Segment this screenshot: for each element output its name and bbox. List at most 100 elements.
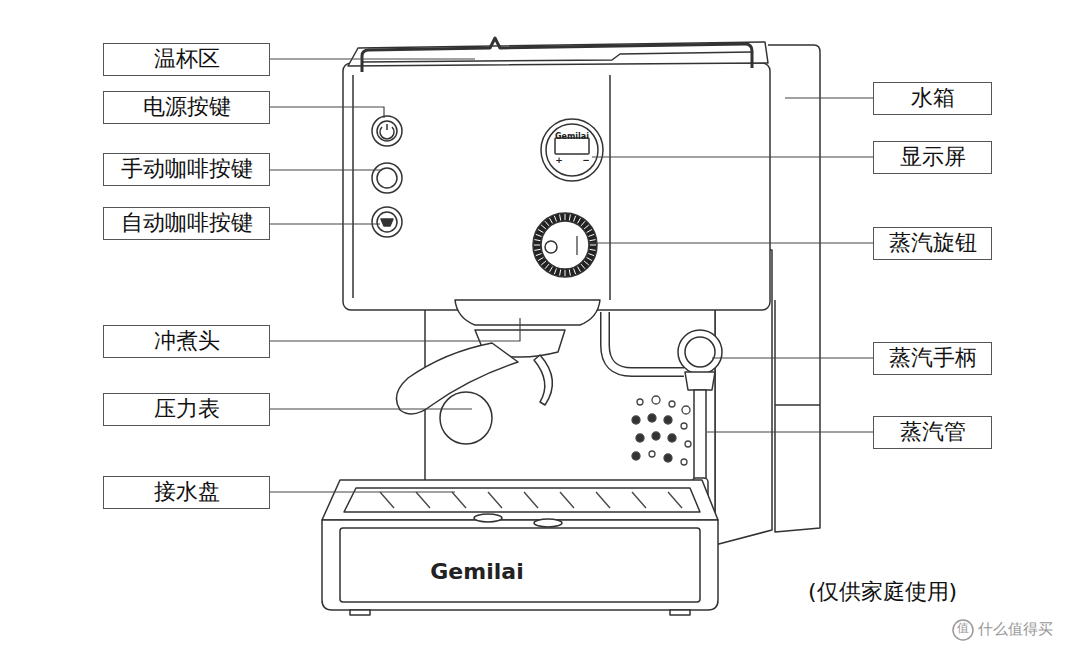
tray-slot bbox=[560, 492, 574, 508]
knurl bbox=[578, 267, 581, 272]
tray-slot bbox=[632, 492, 646, 508]
tray-slot bbox=[596, 492, 610, 508]
group-head bbox=[455, 300, 600, 325]
knurl bbox=[581, 221, 585, 226]
callout-label: 蒸汽手柄 bbox=[889, 346, 977, 370]
watermark: 值 bbox=[957, 622, 969, 635]
decor-dot bbox=[637, 399, 643, 405]
callout-box: 水箱 bbox=[873, 82, 992, 115]
knurl bbox=[560, 214, 561, 220]
steam-handle bbox=[678, 330, 722, 374]
knurl bbox=[541, 225, 546, 229]
knurl bbox=[584, 261, 589, 265]
knurl bbox=[565, 214, 566, 220]
callout-box: 压力表 bbox=[103, 393, 270, 426]
callout-box: 接水盘 bbox=[103, 476, 270, 509]
decor-dot bbox=[652, 396, 660, 404]
callout-box: 蒸汽手柄 bbox=[873, 342, 992, 375]
decor-dot bbox=[664, 454, 672, 462]
main-body bbox=[343, 63, 770, 310]
knurl bbox=[534, 249, 540, 250]
knurl bbox=[550, 218, 553, 223]
callout-label: 温杯区 bbox=[154, 47, 220, 71]
knurl bbox=[536, 254, 542, 256]
water-tank bbox=[768, 45, 820, 532]
callout-label: 冲煮头 bbox=[154, 329, 220, 353]
knurl bbox=[565, 270, 566, 276]
callout-box: 手动咖啡按键 bbox=[103, 153, 270, 186]
decor-dot bbox=[668, 434, 676, 442]
knurl bbox=[545, 264, 549, 269]
knurl bbox=[584, 225, 589, 229]
decor-dot bbox=[669, 401, 675, 407]
knurl bbox=[588, 254, 594, 256]
callout-label: 蒸汽旋钮 bbox=[889, 231, 977, 255]
tray-slot bbox=[488, 492, 502, 508]
callout-box: 蒸汽管 bbox=[873, 416, 992, 449]
knurl bbox=[587, 230, 592, 233]
portafilter bbox=[396, 343, 518, 414]
decor-dot bbox=[648, 414, 656, 422]
callout-box: 显示屏 bbox=[873, 141, 992, 174]
knurl bbox=[578, 218, 581, 223]
callout-label: 手动咖啡按键 bbox=[121, 157, 253, 181]
callout-label: 水箱 bbox=[911, 86, 955, 110]
decor-dot bbox=[681, 459, 687, 465]
knurl bbox=[536, 234, 542, 236]
knurl bbox=[534, 240, 540, 241]
decor-dot bbox=[649, 451, 655, 457]
knurl bbox=[569, 270, 570, 276]
drip-tray bbox=[322, 480, 718, 520]
display-minus: − bbox=[582, 156, 590, 166]
callout-box: 冲煮头 bbox=[103, 325, 270, 358]
display-brand: Gemilai bbox=[555, 133, 589, 142]
knurl bbox=[560, 270, 561, 276]
knurl bbox=[574, 216, 576, 222]
callout-label: 自动咖啡按键 bbox=[121, 211, 253, 235]
callout-box: 电源按键 bbox=[103, 91, 270, 124]
decor-dot bbox=[632, 452, 640, 460]
tray-slot bbox=[380, 492, 394, 508]
knurl bbox=[545, 221, 549, 226]
tray-slot bbox=[416, 492, 430, 508]
display-plus: + bbox=[555, 156, 563, 166]
decor-dot bbox=[685, 441, 691, 447]
tray-slot bbox=[452, 492, 466, 508]
knurl bbox=[587, 258, 592, 261]
knurl bbox=[590, 240, 596, 241]
knurl bbox=[590, 249, 596, 250]
knurl bbox=[541, 261, 546, 265]
knurl bbox=[581, 264, 585, 269]
knurl bbox=[550, 267, 553, 272]
callout-box: 温杯区 bbox=[103, 43, 270, 76]
tray-brand: Gemilai bbox=[430, 560, 523, 584]
callout-label: 蒸汽管 bbox=[900, 420, 966, 444]
watermark-ring bbox=[953, 620, 973, 640]
knurl bbox=[588, 234, 594, 236]
leader-lines bbox=[270, 59, 873, 492]
callout-label: 电源按键 bbox=[143, 95, 231, 119]
callout-label: 接水盘 bbox=[154, 480, 220, 504]
callout-box: 蒸汽旋钮 bbox=[873, 227, 992, 260]
usage-note: (仅供家庭使用) bbox=[808, 580, 957, 604]
decor-dot bbox=[682, 406, 690, 414]
pressure-gauge bbox=[440, 392, 492, 444]
callout-label: 显示屏 bbox=[900, 145, 966, 169]
knurl bbox=[554, 216, 556, 222]
knurl bbox=[534, 245, 540, 246]
decor-dot bbox=[664, 416, 672, 424]
tray-slot bbox=[524, 492, 538, 508]
watermark: 什么值得买 bbox=[978, 621, 1053, 638]
knurl bbox=[574, 268, 576, 274]
knurl bbox=[538, 230, 543, 233]
knurl bbox=[538, 258, 543, 261]
knurl bbox=[554, 268, 556, 274]
knurl bbox=[590, 245, 596, 246]
decor-dot bbox=[636, 434, 644, 442]
decor-dot bbox=[652, 432, 660, 440]
callout-label: 压力表 bbox=[154, 397, 220, 421]
knurl bbox=[569, 214, 570, 220]
callout-box: 自动咖啡按键 bbox=[103, 207, 270, 240]
decor-dot bbox=[681, 423, 687, 429]
